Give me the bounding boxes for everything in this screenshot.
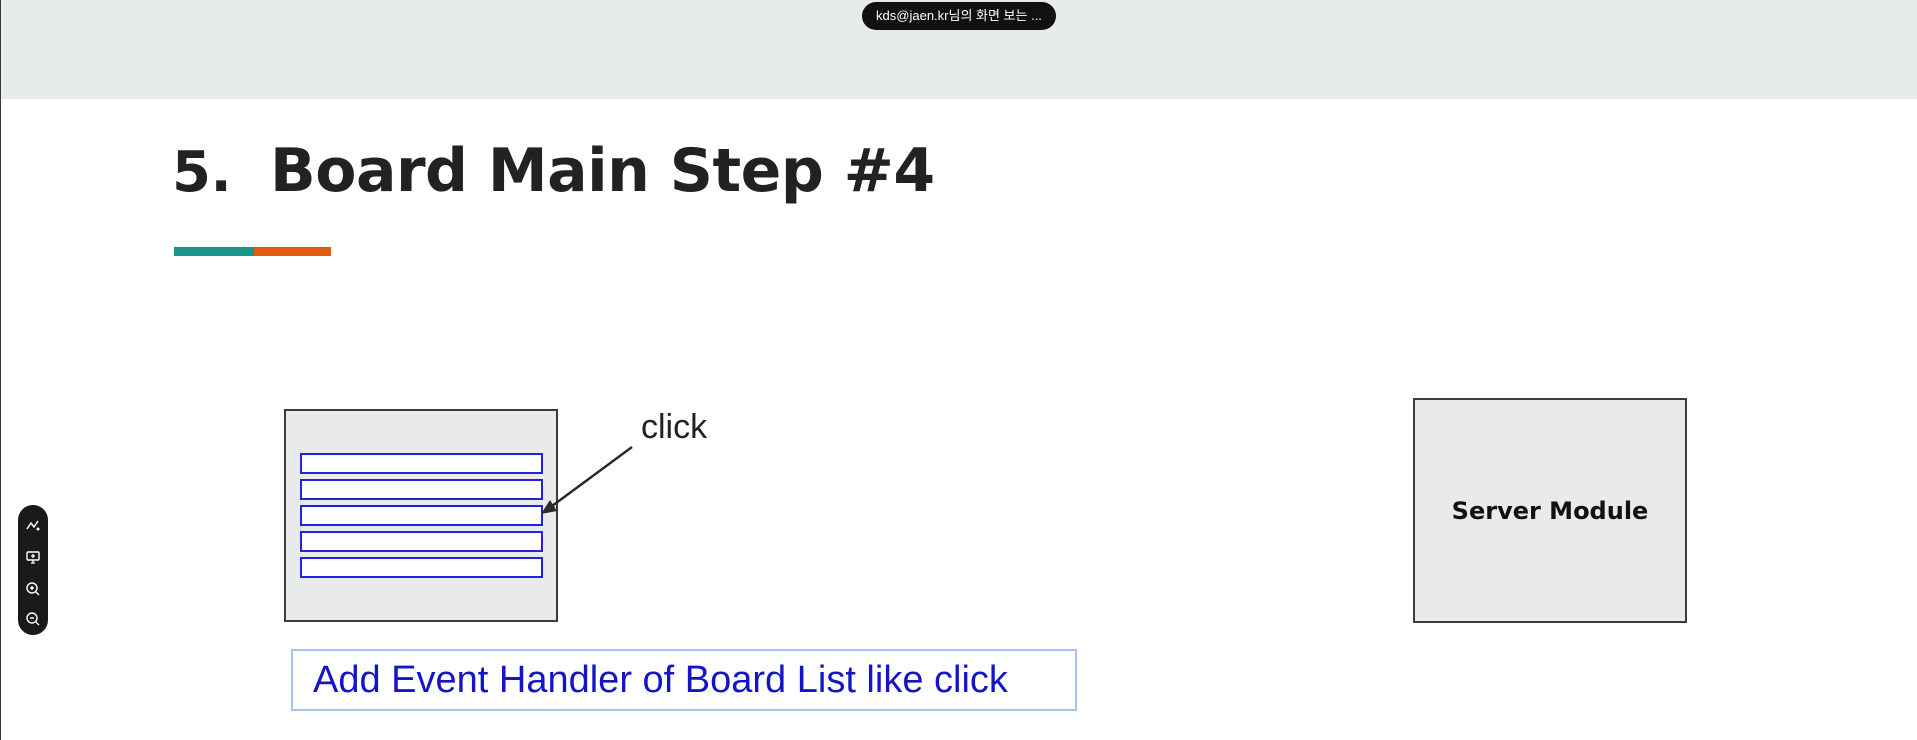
- caption-text: Add Event Handler of Board List like cli…: [313, 658, 1008, 701]
- board-list-row: [300, 531, 543, 552]
- slide-title: 5. Board Main Step #4: [172, 136, 935, 206]
- server-module-box: Server Module: [1413, 398, 1687, 623]
- viewer-toolbar: [18, 505, 48, 635]
- screen-share-indicator[interactable]: kds@jaen.kr님의 화면 보는 ...: [862, 2, 1056, 30]
- board-list-row: [300, 479, 543, 500]
- server-module-label: Server Module: [1451, 496, 1649, 525]
- annotate-icon[interactable]: [18, 509, 48, 541]
- board-list-row: [300, 505, 543, 526]
- zoom-in-icon[interactable]: [18, 573, 48, 605]
- title-underline-orange: [254, 247, 331, 256]
- title-underline-teal: [174, 247, 254, 256]
- slide-title-text: Board Main Step #4: [270, 136, 935, 206]
- click-label: click: [641, 408, 708, 446]
- caption-box: Add Event Handler of Board List like cli…: [291, 649, 1077, 711]
- slide-number: 5.: [172, 140, 232, 205]
- board-list-box: [284, 409, 558, 622]
- board-list-row: [300, 557, 543, 578]
- zoom-out-icon[interactable]: [18, 603, 48, 635]
- window-edge: [0, 0, 1, 740]
- screen-share-icon[interactable]: [18, 541, 48, 573]
- board-list-row: [300, 453, 543, 474]
